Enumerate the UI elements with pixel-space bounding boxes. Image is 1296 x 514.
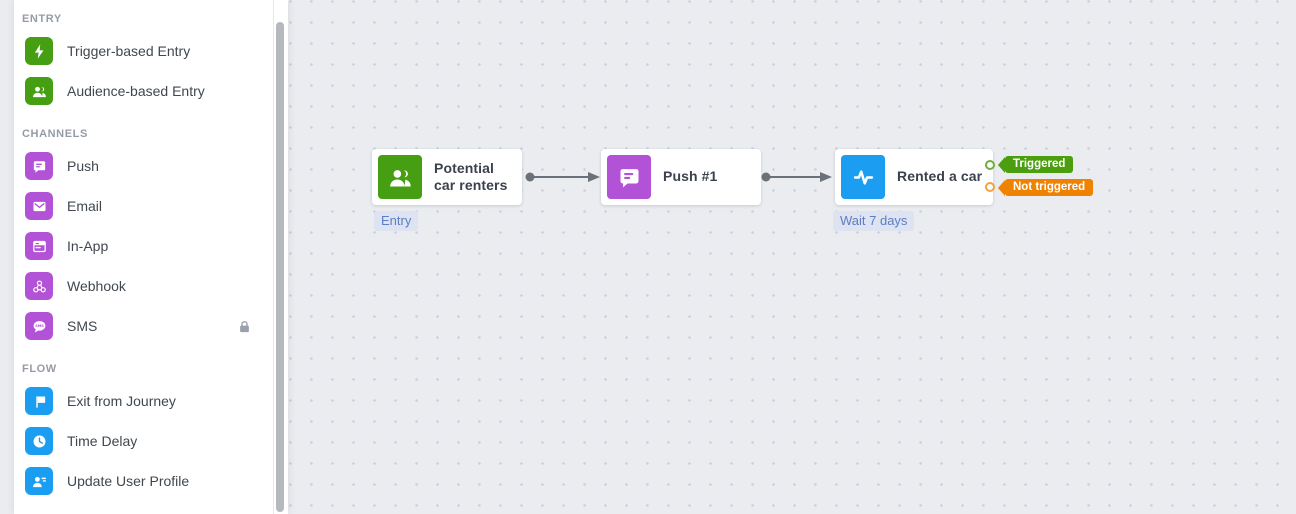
node-potential-car-renters[interactable]: Potential car renters: [372, 149, 522, 205]
palette-item-label: Push: [67, 158, 99, 174]
section-header-entry: ENTRY: [22, 13, 62, 25]
palette-item-label: SMS: [67, 318, 98, 334]
palette-item-exit-from-journey[interactable]: Exit from Journey: [14, 381, 273, 421]
sidebar-divider: [273, 0, 274, 514]
branch-label: Not triggered: [1005, 179, 1094, 196]
palette-item-label: Audience-based Entry: [67, 83, 205, 99]
user-edit-icon: [25, 467, 53, 495]
svg-text:SMS: SMS: [35, 324, 44, 328]
port-not-triggered[interactable]: [985, 182, 995, 192]
lightning-icon: [25, 37, 53, 65]
clock-icon: [25, 427, 53, 455]
palette-item-label: In-App: [67, 238, 109, 254]
branch-label: Triggered: [1005, 156, 1074, 173]
chat-bubble-icon: [607, 155, 651, 199]
entry-chip: Entry: [374, 211, 419, 231]
badge-arrow-tip: [998, 179, 1005, 196]
connector-push-to-trigger: [761, 172, 832, 182]
envelope-icon: [25, 192, 53, 220]
badge-arrow-tip: [998, 156, 1005, 173]
node-title: Push #1: [663, 168, 718, 185]
section-header-channels: CHANNELS: [22, 128, 88, 140]
sidebar-scrollbar-thumb[interactable]: [276, 22, 284, 512]
node-palette-sidebar: ENTRY Trigger-based Entry Audience-based…: [14, 0, 288, 514]
connector-entry-to-push: [525, 172, 600, 182]
section-header-flow: FLOW: [22, 363, 57, 375]
palette-item-label: Webhook: [67, 278, 126, 294]
palette-item-audience-based-entry[interactable]: Audience-based Entry: [14, 71, 273, 111]
branch-badge-triggered: Triggered: [998, 156, 1074, 173]
branch-badge-not-triggered: Not triggered: [998, 179, 1094, 196]
node-title: Rented a car: [897, 168, 983, 185]
activity-pulse-icon: [841, 155, 885, 199]
flag-icon: [25, 387, 53, 415]
palette-item-label: Email: [67, 198, 103, 214]
node-push-1[interactable]: Push #1: [601, 149, 761, 205]
palette-item-trigger-based-entry[interactable]: Trigger-based Entry: [14, 31, 273, 71]
wait-delay-chip[interactable]: Wait 7 days: [833, 211, 915, 231]
webhook-icon: [25, 272, 53, 300]
palette-item-push[interactable]: Push: [14, 146, 273, 186]
people-icon: [25, 77, 53, 105]
palette-item-label: Trigger-based Entry: [67, 43, 191, 59]
palette-item-label: Exit from Journey: [67, 393, 176, 409]
palette-item-label: Update User Profile: [67, 473, 190, 489]
palette-item-in-app[interactable]: In-App: [14, 226, 273, 266]
palette-item-time-delay[interactable]: Time Delay: [14, 421, 273, 461]
port-triggered[interactable]: [985, 160, 995, 170]
app-window-icon: [25, 232, 53, 260]
palette-item-sms[interactable]: SMS SMS: [14, 306, 273, 346]
node-rented-a-car[interactable]: Rented a car: [835, 149, 993, 205]
lock-icon: [237, 319, 252, 334]
palette-item-webhook[interactable]: Webhook: [14, 266, 273, 306]
palette-item-label: Time Delay: [67, 433, 138, 449]
palette-item-email[interactable]: Email: [14, 186, 273, 226]
chat-bubble-icon: [25, 152, 53, 180]
people-icon: [378, 155, 422, 199]
node-title: Potential car renters: [434, 159, 508, 194]
palette-item-update-user-profile[interactable]: Update User Profile: [14, 461, 273, 501]
sms-bubble-icon: SMS: [25, 312, 53, 340]
